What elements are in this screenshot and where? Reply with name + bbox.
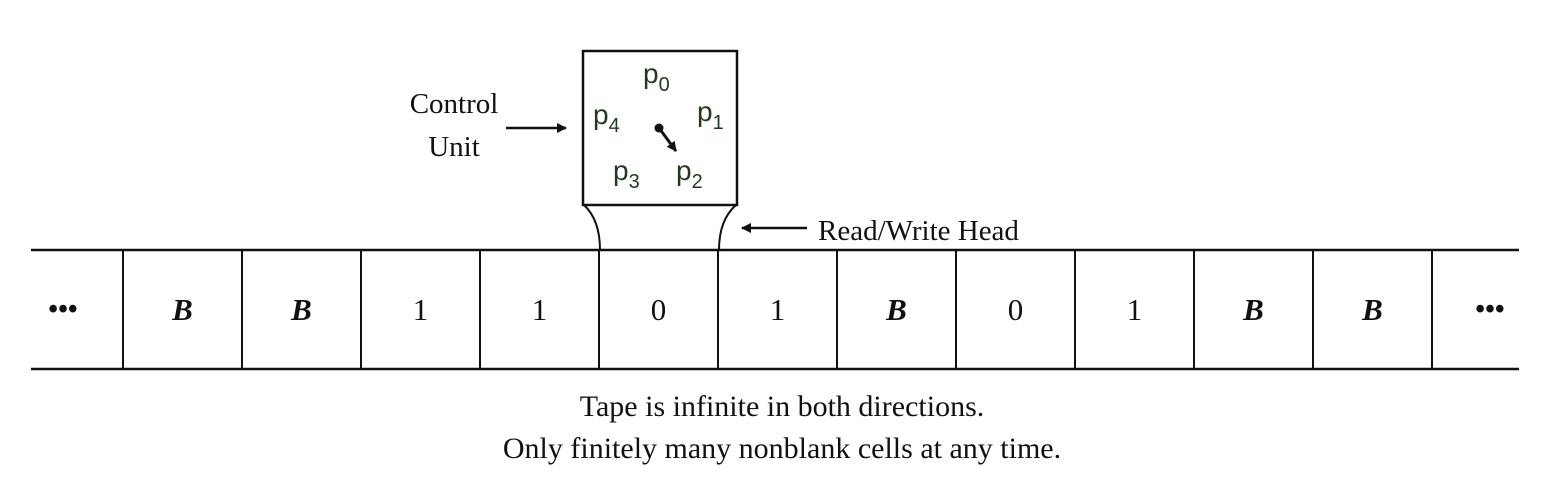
- tape-cell-symbol: 1: [770, 292, 786, 327]
- state-p4: p4: [593, 99, 620, 137]
- state-p2: p2: [676, 155, 703, 193]
- control-unit-label-line2: Unit: [428, 131, 480, 163]
- head-right-edge: [718, 204, 737, 251]
- caption-line2: Only finitely many nonblank cells at any…: [503, 432, 1061, 465]
- tape-cell-symbol: B: [1242, 292, 1264, 327]
- tape-cell-symbol: 0: [1008, 292, 1024, 327]
- state-p3: p3: [613, 155, 640, 193]
- state-p0: p0: [643, 58, 670, 96]
- tape-left-ellipsis: •••: [48, 294, 77, 325]
- tape-cell-symbol: B: [1361, 292, 1383, 327]
- control-unit-label-line1: Control: [410, 88, 499, 120]
- tape-cell-symbol: B: [290, 292, 312, 327]
- tape-cell-symbol: 1: [1127, 292, 1143, 327]
- state-pointer-arrow: [657, 127, 678, 152]
- head-left-edge: [583, 204, 601, 251]
- tape-cell-symbol: 1: [532, 292, 548, 327]
- state-p1: p1: [697, 96, 724, 134]
- tape-cell-symbol: B: [885, 292, 907, 327]
- caption-line1: Tape is infinite in both directions.: [580, 390, 985, 423]
- tape-cell-symbol: 1: [413, 292, 429, 327]
- tape-cell-symbol: 0: [651, 292, 667, 327]
- control-unit-box: [581, 49, 739, 207]
- head-label: Read/Write Head: [818, 215, 1019, 247]
- tape-right-ellipsis: •••: [1475, 294, 1504, 325]
- tape-cells: B B 1 1 0 1 B 0 1 B B: [122, 250, 1433, 369]
- tape-cell-symbol: B: [171, 292, 193, 327]
